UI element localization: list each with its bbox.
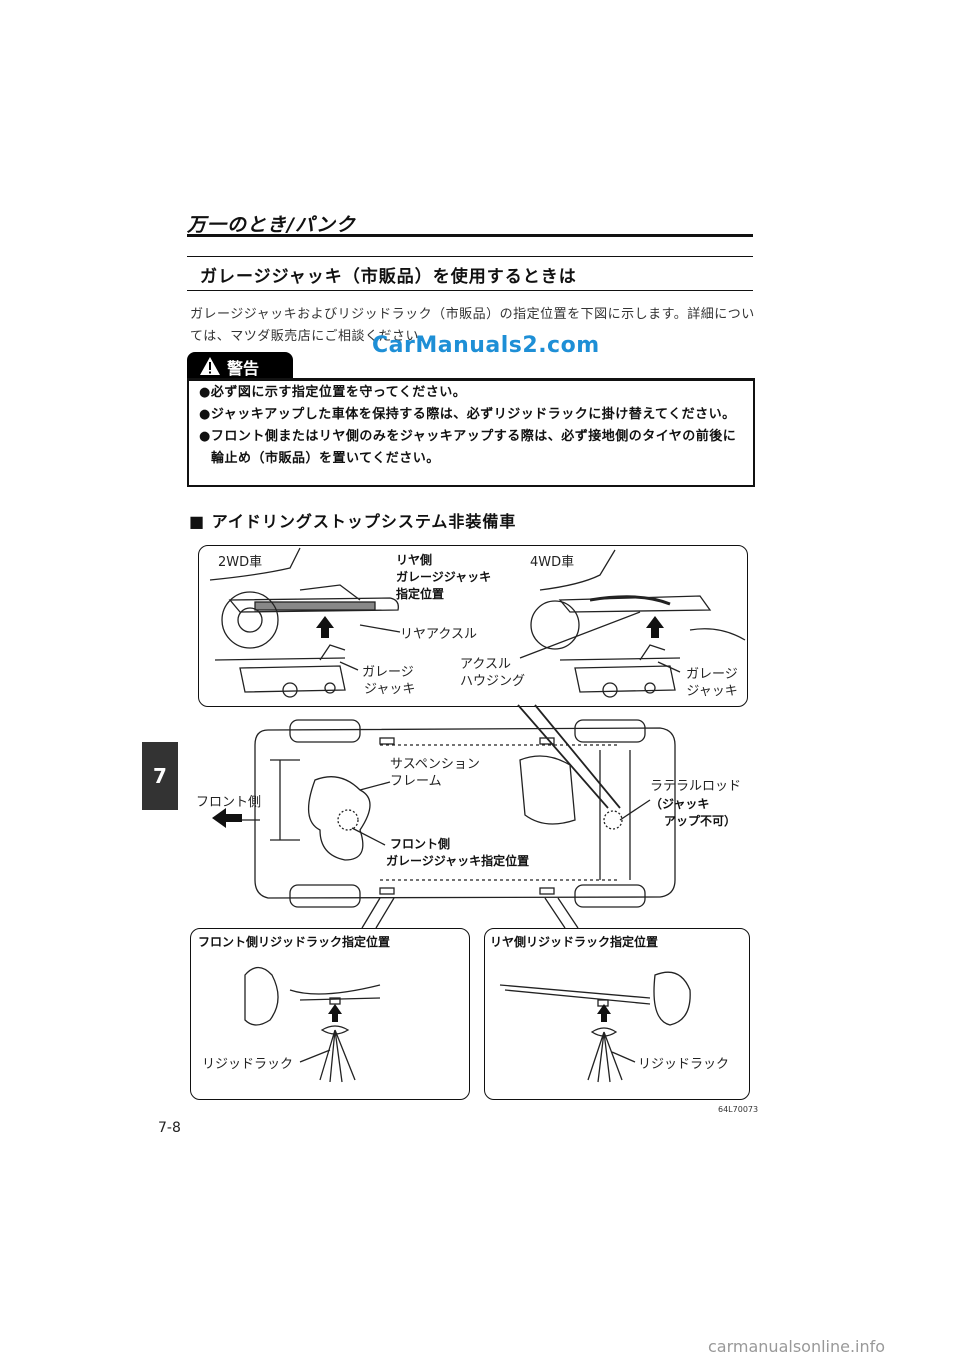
subtitle: ガレージジャッキ（市販品）を使用するときは	[200, 267, 577, 287]
front-rigid-rack-drawing	[244, 966, 381, 1083]
lateral-rod-label: ラテラルロッド	[650, 779, 742, 794]
footer-watermark: carmanualsonline.info	[708, 1337, 886, 1356]
rear-rigid-rack-drawing	[499, 971, 691, 1083]
4wd-underside-drawing	[530, 549, 746, 698]
watermark: CarManuals2.com	[372, 333, 600, 358]
rigid-rack-label-left: リジッドラック	[202, 1057, 294, 1072]
lateral-rod-note-line: （ジャッキ	[650, 797, 710, 811]
subtitle-rule-bottom	[187, 290, 753, 291]
front-side-label: フロント側	[196, 795, 262, 810]
subtitle-rule-top	[187, 256, 753, 257]
garage-jack-right-label: ガレージ ジャッキ	[686, 666, 738, 700]
rear-rigid-title: リヤ側リジッドラック指定位置	[490, 935, 659, 949]
warning-label: 警告	[227, 359, 260, 378]
lateral-rod-note-line: アップ不可）	[664, 814, 737, 828]
rear-axle-label: リヤアクスル	[400, 627, 477, 642]
2wd-underside-drawing	[209, 547, 401, 698]
rear-jack-point-line: 指定位置	[396, 587, 445, 601]
rear-jack-point-line: ガレージジャッキ	[396, 570, 492, 584]
warning-icon	[200, 357, 220, 375]
warning-item: ●必ず図に示す指定位置を守ってください。	[199, 385, 467, 400]
garage-jack-line: ジャッキ	[364, 682, 416, 697]
warning-box	[187, 378, 755, 487]
axle-housing-label: アクスル ハウジング	[460, 656, 525, 690]
front-jack-point-line: ガレージジャッキ指定位置	[386, 854, 530, 868]
warning-list: ●必ず図に示す指定位置を守ってください。 ●ジャッキアップした車体を保持する際は…	[195, 382, 747, 470]
intro-text: ガレージジャッキおよびリジッドラック（市販品）の指定位置を下図に示します。詳細に…	[190, 307, 755, 344]
suspension-frame-line: フレーム	[390, 774, 442, 789]
rigid-rack-label-right: リジッドラック	[638, 1057, 730, 1072]
figure-code: 64L70073	[718, 1105, 759, 1114]
page-number: 7-8	[158, 1120, 181, 1136]
garage-jack-line: ジャッキ	[686, 684, 738, 699]
warning-item: ●ジャッキアップした車体を保持する際は、必ずリジッドラックに掛け替えてください。	[199, 407, 736, 422]
chapter-tab: 7	[142, 742, 178, 810]
front-rigid-title: フロント側リジッドラック指定位置	[198, 935, 391, 949]
heading-rule	[187, 234, 753, 237]
subsection-title: ■ アイドリングストップシステム非装備車	[189, 512, 517, 531]
axle-housing-line: アクスル	[460, 657, 511, 672]
rear-rigid-rack-box	[484, 928, 750, 1100]
warning-tab: 警告	[187, 352, 293, 380]
garage-jack-left-label: ガレージ ジャッキ	[362, 664, 415, 698]
garage-jack-line: ガレージ	[686, 667, 738, 682]
front-jack-point-line: フロント側	[390, 837, 451, 851]
front-jack-point-label: フロント側 ガレージジャッキ指定位置	[386, 836, 529, 870]
label-2wd: 2WD車	[218, 555, 263, 570]
suspension-frame-line: サスペンション	[390, 757, 480, 772]
vehicle-underside-drawing	[240, 719, 676, 908]
axle-housing-line: ハウジング	[460, 674, 526, 689]
label-4wd: 4WD車	[530, 555, 575, 570]
lateral-rod-note: （ジャッキ アップ不可）	[650, 796, 736, 830]
garage-jack-line: ガレージ	[362, 665, 414, 680]
rear-jack-point-label: リヤ側 ガレージジャッキ 指定位置	[396, 552, 491, 603]
rear-jack-point-line: リヤ側	[396, 553, 433, 567]
section-heading: 万一のとき/パンク	[187, 214, 356, 236]
suspension-frame-label: サスペンション フレーム	[390, 756, 480, 790]
warning-item: ●フロント側またはリヤ側のみをジャッキアップする際は、必ず接地側のタイヤの前後に…	[199, 429, 737, 466]
